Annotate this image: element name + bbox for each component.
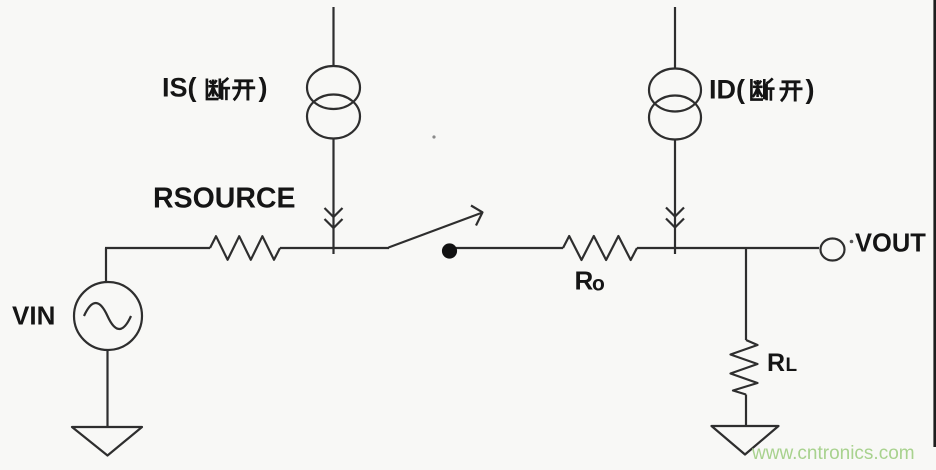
svg-text:R: R: [575, 265, 594, 295]
svg-text:VIN: VIN: [12, 301, 55, 331]
svg-text:): ): [806, 75, 815, 105]
svg-text:L: L: [786, 355, 798, 376]
svg-text:R: R: [767, 349, 785, 377]
svg-text:VOUT: VOUT: [855, 230, 926, 258]
svg-text:ID(: ID(: [709, 75, 745, 105]
svg-text:o: o: [592, 273, 605, 296]
svg-text:www.cntronics.com: www.cntronics.com: [751, 443, 915, 464]
svg-text:IS(: IS(: [162, 73, 197, 103]
svg-text:): ): [259, 73, 268, 103]
svg-text:RSOURCE: RSOURCE: [153, 183, 296, 215]
